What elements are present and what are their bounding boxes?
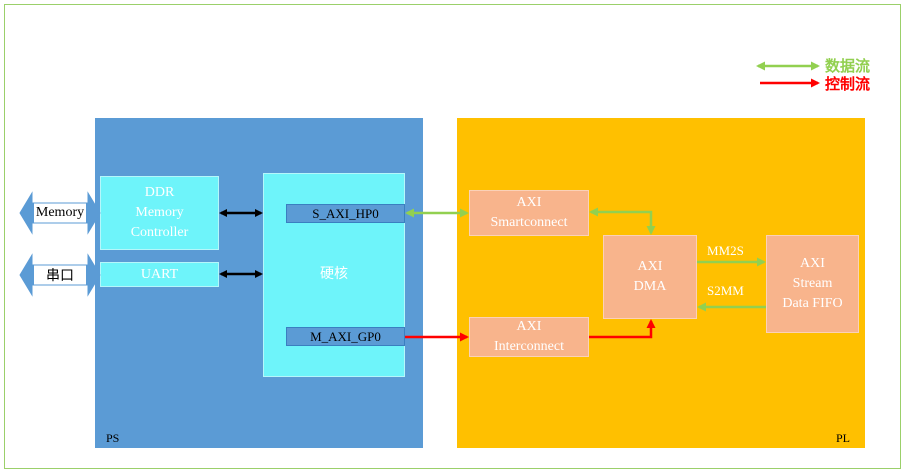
interconnect-line-2: Interconnect <box>494 339 564 354</box>
fifo-line-1: AXI <box>800 256 825 271</box>
ddr-line-3: Controller <box>130 225 189 240</box>
m-axi-gp0-port: M_AXI_GP0 <box>286 327 405 346</box>
smartconnect-line-1: AXI <box>516 195 542 210</box>
ddr-line-1: DDR <box>144 185 175 200</box>
fifo-line-2: Stream <box>792 276 833 291</box>
s-axi-hp0-port: S_AXI_HP0 <box>286 204 405 223</box>
diagram-frame <box>4 4 901 469</box>
uart-label: UART <box>140 266 179 282</box>
pl-region-label: PL <box>836 431 851 445</box>
ddr-memory-controller-block: DDR Memory Controller <box>100 176 219 250</box>
serial-label: 串口 <box>46 269 74 284</box>
dma-line-1: AXI <box>637 259 663 274</box>
s-axi-hp0-label: S_AXI_HP0 <box>312 205 379 221</box>
axi-interconnect-block: AXI Interconnect <box>469 317 589 357</box>
memory-external-arrow <box>19 191 101 235</box>
interconnect-dma-arrow <box>589 319 656 339</box>
s2mm-label: S2MM <box>707 283 744 298</box>
smartconnect-line-2: Smartconnect <box>490 215 568 230</box>
hard-core-label: 硬核 <box>320 267 348 282</box>
interconnect-line-1: AXI <box>516 319 542 334</box>
axi-stream-data-fifo-block: AXI Stream Data FIFO <box>766 235 859 333</box>
axi-smartconnect-block: AXI Smartconnect <box>469 190 589 236</box>
uart-block: UART <box>100 262 219 287</box>
m-axi-gp0-label: M_AXI_GP0 <box>310 328 381 344</box>
fifo-line-3: Data FIFO <box>782 296 843 311</box>
axi-dma-block: AXI DMA <box>603 235 697 319</box>
memory-label: Memory <box>35 205 85 220</box>
ps-region-label: PS <box>106 431 120 445</box>
smartconnect-dma-arrow <box>589 207 656 235</box>
legend-control-flow-label: 控制流 <box>825 75 871 93</box>
serial-external-arrow <box>19 253 101 297</box>
ddr-line-2: Memory <box>135 205 184 220</box>
mm2s-label: MM2S <box>707 243 744 258</box>
dma-line-2: DMA <box>633 279 667 294</box>
legend-data-flow-label: 数据流 <box>825 57 871 75</box>
